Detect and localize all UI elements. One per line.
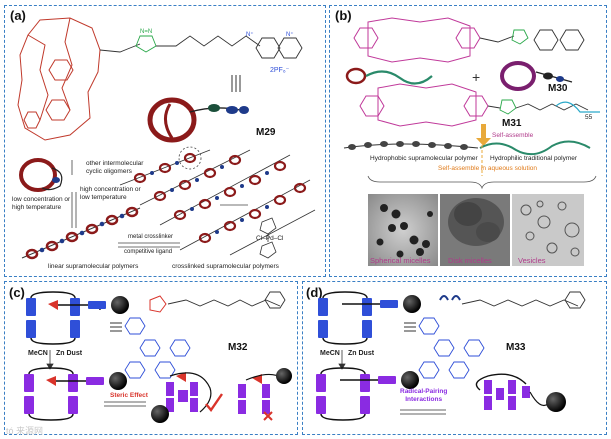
crosslinked-polymers-label: crosslinked supramolecular polymers <box>172 263 279 270</box>
hydrophilic-label: Hydrophilic traditional polymer <box>490 155 578 162</box>
panel-c-rotaxane-top <box>26 291 129 345</box>
m33-label: M33 <box>506 342 526 353</box>
panel-a <box>4 5 326 277</box>
tem-label-vesicles: Vesicles <box>518 256 546 265</box>
m30-cartoon <box>345 61 573 91</box>
panel-c-product-2 <box>238 368 292 421</box>
high-conc-label: high concentration or low temperature <box>80 186 141 201</box>
self-assemble-arrow <box>481 124 486 138</box>
crown-ether-structure <box>17 17 101 141</box>
aqueous-label: Self-assemble in aqueous solution <box>438 165 538 172</box>
m29-cartoon <box>147 97 249 143</box>
panel-d-rotaxane-bottom <box>316 367 419 421</box>
counterion-label: 2PF₆⁻ <box>270 67 290 74</box>
panel-d-product <box>475 373 566 412</box>
svg-text:+: + <box>472 69 480 85</box>
tem-image-disk <box>440 194 510 266</box>
linear-polymer-cartoon <box>21 206 141 260</box>
competitive-ligand-label: competitive ligand <box>124 249 173 255</box>
crosslinked-polymer-network <box>119 146 316 256</box>
pd-complex-label: Cl–Pd–Cl <box>256 235 284 242</box>
check-mark-icon <box>205 393 223 412</box>
panel-a-label: (a) <box>10 8 26 23</box>
tem-label-spherical: Spherical micelles <box>370 256 431 265</box>
watermark: tó 来源网 <box>6 426 44 436</box>
self-assemble-label: Self-assemble <box>492 132 534 139</box>
low-conc-label: low concentration or high temperature <box>12 196 71 211</box>
repeat-n-label: 55 <box>585 114 593 121</box>
m32-structure <box>124 317 191 379</box>
n-plus-2: N⁺ <box>286 31 294 38</box>
polymer-strip-cartoon <box>343 140 591 176</box>
c-solvent-label: MeCN <box>28 350 48 357</box>
panel-c-product-1 <box>151 372 223 423</box>
panel-d <box>302 281 607 435</box>
m33-structure <box>418 317 485 379</box>
panel-d-rotaxane-top <box>318 291 421 345</box>
linear-polymers-label: linear supramolecular polymers <box>48 263 139 270</box>
m29-label: M29 <box>256 127 276 138</box>
m32-label: M32 <box>228 342 248 353</box>
panel-c-label: (c) <box>9 285 25 300</box>
d-solvent-label: MeCN <box>320 350 340 357</box>
triazole-label: N=N <box>140 29 152 35</box>
metal-crosslinker-label: metal crosslinker <box>128 234 174 240</box>
tem-image-vesicles <box>512 194 584 266</box>
panel-b <box>329 5 607 277</box>
d-reductant-label: Zn Dust <box>348 350 375 357</box>
other-oligomers-label: other intermolecular cyclic oligomers <box>86 160 144 175</box>
cyclic-monomer-cartoon <box>19 158 63 192</box>
m29-axle-structure <box>99 35 303 59</box>
m31-label: M31 <box>502 118 522 129</box>
radical-pairing-label: Radical-Pairing Interactions <box>400 388 448 403</box>
m30-label: M30 <box>548 83 568 94</box>
n-plus-1: N⁺ <box>246 31 254 38</box>
c-reductant-label: Zn Dust <box>56 350 83 357</box>
tem-label-disk: Disk micelles <box>448 256 492 265</box>
pd-crosslinker-structure <box>259 217 277 259</box>
tem-image-spherical <box>368 194 438 266</box>
panel-c-rotaxane-bottom <box>24 367 127 421</box>
pillararene-macrocycle <box>353 17 481 63</box>
panel-c <box>4 281 298 435</box>
steric-effect-label: Steric Effect <box>110 392 148 399</box>
m30-axle-structure <box>479 29 585 51</box>
m31-structure <box>359 83 489 127</box>
panel-b-label: (b) <box>335 8 352 23</box>
cross-mark-icon <box>263 411 273 421</box>
equilibrium-arrows <box>71 160 248 248</box>
panel-d-label: (d) <box>306 285 323 300</box>
hydrophobic-label: Hydrophobic supramolecular polymer <box>370 155 478 162</box>
